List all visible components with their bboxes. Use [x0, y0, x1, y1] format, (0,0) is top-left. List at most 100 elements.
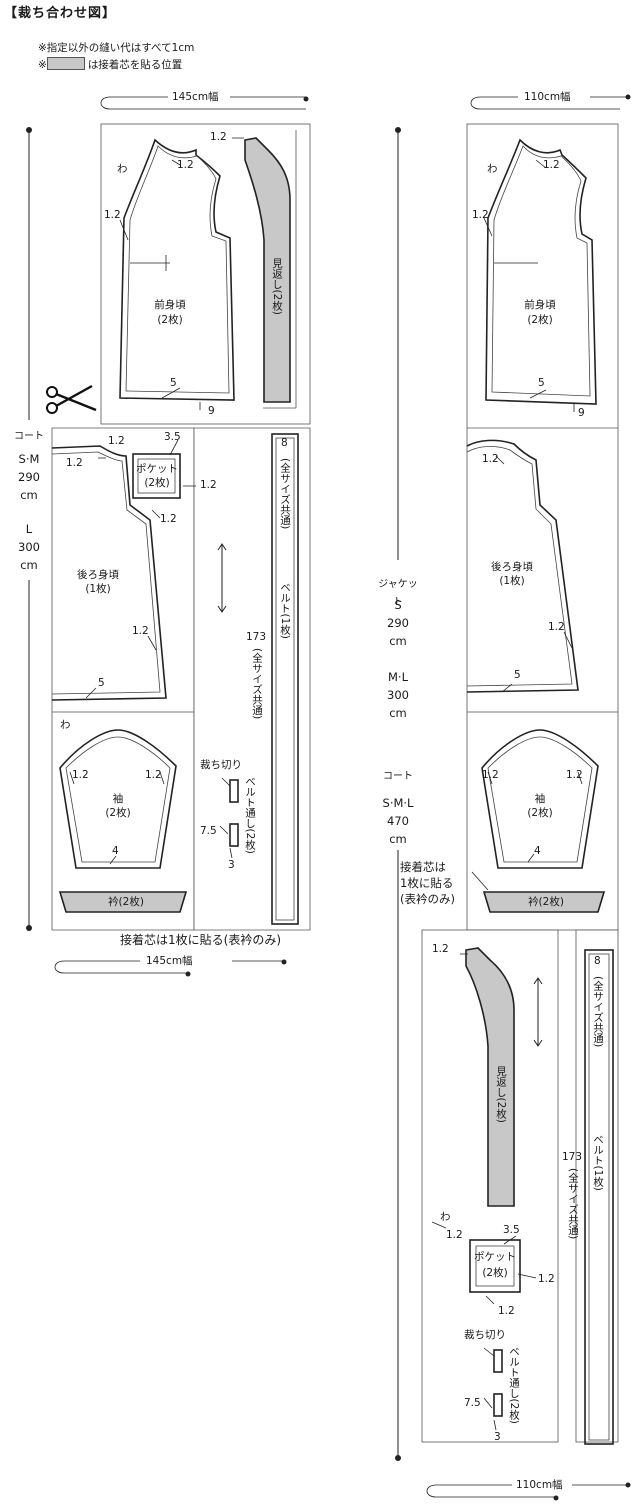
right-sleeve: [481, 729, 599, 869]
right-collar-name: 衿(2枚): [528, 896, 564, 908]
left-sleeve-seam-a: 1.2: [72, 769, 89, 781]
right-back-hem: 5: [514, 669, 521, 681]
left-pocket-name: ポケット: [136, 463, 178, 475]
left-back-seam-b: 1.2: [66, 457, 83, 469]
right-back-seam-b: 1.2: [548, 621, 565, 633]
right-size-ml: M·L: [388, 670, 408, 684]
left-bottom-note: 接着芯は1枚に貼る(表衿のみ): [120, 933, 281, 947]
right-back-seam-a: 1.2: [482, 453, 499, 465]
right-loop-h: 3: [494, 1431, 501, 1443]
left-unit2: cm: [20, 558, 38, 572]
right-sleeve-seam-b: 1.2: [566, 769, 583, 781]
left-front-qty: (2枚): [157, 314, 183, 326]
interfacing-legend-text: は接着芯を貼る位置: [87, 59, 183, 71]
left-sleeve-qty: (2枚): [105, 807, 131, 819]
right-front-hem: 5: [538, 377, 545, 389]
left-facing: [244, 137, 291, 403]
left-width-top: 145cm幅: [172, 91, 219, 103]
right-front-seam-a: 1.2: [543, 159, 560, 171]
left-size2: L: [25, 522, 33, 536]
right-collar: [482, 891, 606, 913]
right-len-sml: 470: [387, 814, 409, 828]
right-sleeve-seam-a: 1.2: [482, 769, 499, 781]
left-front-seam-b: 1.2: [104, 209, 121, 221]
right-pocket: [469, 1239, 521, 1293]
left-loop-w: 7.5: [200, 825, 217, 837]
right-size-sml: S·M·L: [382, 796, 414, 810]
right-front-seam-b: 1.2: [472, 209, 489, 221]
right-pocket-side-l: 1.2: [446, 1229, 463, 1241]
right-width-top: 110cm幅: [524, 91, 571, 103]
left-sleeve-hem: 4: [112, 845, 119, 857]
left-front-body: [119, 138, 235, 401]
seam-allowance-note: ※指定以外の縫い代はすべて1cm: [38, 42, 195, 54]
right-belt-loop: [493, 1393, 503, 1417]
right-layout: [395, 94, 631, 1501]
right-loop-name: ベルト通し(2枚): [508, 1346, 520, 1424]
page-title: 【裁ち合わせ図】: [4, 6, 117, 21]
left-back-body: [51, 445, 167, 701]
left-back-seam-d: 1.2: [132, 625, 149, 637]
right-belt-loop-cut: [493, 1349, 503, 1373]
left-len1: 290: [18, 470, 40, 484]
left-loop-name: ベルト通し(2枚): [244, 776, 256, 854]
left-back-seam-a: 1.2: [108, 435, 125, 447]
left-back-hem: 5: [98, 677, 105, 689]
left-layout: [26, 96, 311, 977]
left-belt-note: (全サイズ共通): [279, 458, 291, 530]
right-loop-cut: 裁ち切り: [464, 1329, 506, 1341]
right-front-fold: わ: [487, 163, 498, 175]
left-garment: コート: [14, 431, 44, 442]
left-back-seam-c: 1.2: [160, 513, 177, 525]
right-width-bottom: 110cm幅: [516, 1479, 563, 1491]
interfacing-legend: ※ は接着芯を貼る位置: [38, 57, 182, 72]
right-facing-seam: 1.2: [432, 943, 449, 955]
left-loop-h: 3: [228, 859, 235, 871]
right-sleeve-name: 袖: [534, 793, 546, 805]
left-loop-cut: 裁ち切り: [200, 759, 242, 771]
left-front-fold: わ: [117, 163, 128, 175]
left-pocket: [132, 453, 181, 499]
right-belt-length-note: (全サイズ共通): [567, 1168, 579, 1240]
right-pocket-top: 3.5: [503, 1224, 520, 1236]
right-front-qty: (2枚): [527, 314, 553, 326]
left-belt: [271, 433, 299, 925]
left-front-name: 前身頃: [154, 299, 186, 311]
right-size-s: S: [394, 598, 402, 612]
left-front-hem2: 9: [208, 405, 215, 417]
right-pocket-name: ポケット: [474, 1251, 516, 1263]
right-collar-note3: (表衿のみ): [400, 892, 455, 906]
left-facing-seam: 1.2: [210, 131, 227, 143]
left-belt-length-note: (全サイズ共通): [251, 648, 263, 720]
left-len2: 300: [18, 540, 40, 554]
right-sleeve-qty: (2枚): [527, 807, 553, 819]
left-collar: [58, 891, 188, 913]
right-pocket-fold: わ: [440, 1211, 451, 1223]
left-back-qty: (1枚): [85, 583, 111, 595]
right-facing: [465, 947, 515, 1207]
left-size1: S·M: [18, 452, 40, 466]
scissors-icon: [46, 384, 97, 414]
right-garment2: コート: [383, 771, 413, 782]
right-sleeve-hem: 4: [534, 845, 541, 857]
right-len-ml: 300: [387, 688, 409, 702]
right-unit-s: cm: [389, 634, 407, 648]
left-belt-top: 8: [281, 437, 288, 449]
right-loop-w: 7.5: [464, 1397, 481, 1409]
interfacing-legend-prefix: ※: [38, 59, 47, 71]
left-sleeve-name: 袖: [112, 793, 124, 805]
right-belt-top: 8: [594, 955, 601, 967]
left-sleeve-fold: わ: [60, 719, 71, 731]
left-facing-name: 見返し(2枚): [271, 258, 283, 315]
left-back-name: 後ろ身頃: [77, 569, 119, 581]
left-belt-length: 173: [246, 631, 267, 643]
right-back-name: 後ろ身頃: [491, 561, 533, 573]
right-belt-name: ベルト(1枚): [592, 1134, 604, 1191]
left-belt-loop-cut: [229, 779, 239, 803]
right-pocket-qty: (2枚): [482, 1267, 508, 1279]
left-sleeve: [59, 729, 177, 869]
left-pocket-side: 1.2: [200, 479, 217, 491]
right-collar-note2: 1枚に貼る: [400, 876, 454, 890]
left-front-hem: 5: [170, 377, 177, 389]
